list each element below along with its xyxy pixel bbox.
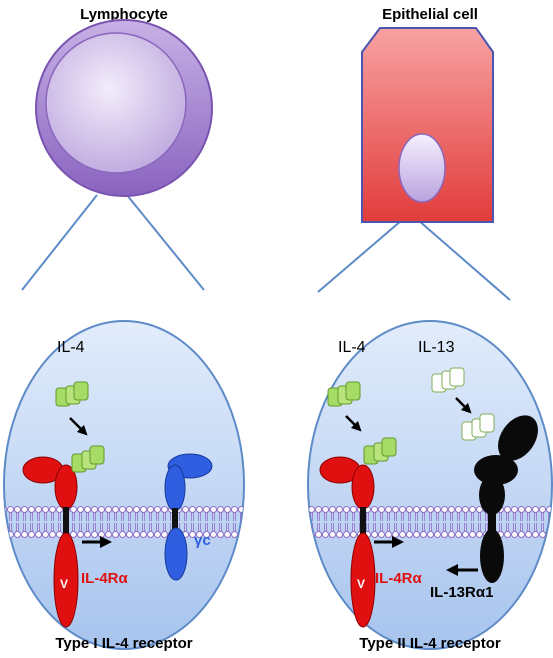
zoom-oval-left bbox=[3, 320, 245, 650]
il4-ligand-bound-icon-right bbox=[363, 437, 397, 465]
il4-ligand-icon bbox=[55, 381, 89, 407]
il4-label-right: IL-4 bbox=[338, 339, 366, 356]
cell-membrane-right bbox=[308, 506, 552, 538]
cell-membrane-left bbox=[4, 506, 244, 538]
il4-label-left: IL-4 bbox=[57, 339, 85, 356]
epithelial-cell bbox=[361, 27, 494, 223]
zoom-line-right-r bbox=[417, 219, 511, 301]
il4-ligand-bound-icon bbox=[71, 445, 105, 473]
lymphocyte-cell bbox=[35, 19, 213, 197]
gamma-c-receptor bbox=[164, 453, 213, 581]
il13-ligand-icon bbox=[431, 367, 465, 393]
il13ra1-label: IL-13Rα1 bbox=[430, 584, 493, 601]
il13ra1-receptor bbox=[474, 415, 538, 583]
il4-binding-arrow-right bbox=[345, 415, 362, 432]
zoom-line-left bbox=[21, 194, 98, 291]
type2-caption: Type II IL-4 receptor bbox=[359, 635, 501, 652]
zoom-line-right bbox=[126, 194, 205, 291]
right-panel: Epithelial cell IL-4 IL-13 bbox=[307, 6, 553, 652]
v-mark-left: V bbox=[60, 577, 68, 591]
left-panel: Lymphocyte IL-4 bbox=[3, 6, 245, 652]
il13-binding-arrow bbox=[455, 397, 472, 414]
gamma-c-label: γc bbox=[194, 532, 211, 549]
il4ra-receptor-left bbox=[22, 456, 79, 628]
zoom-line-left-r bbox=[317, 219, 403, 293]
epithelial-title: Epithelial cell bbox=[382, 6, 478, 23]
il4ra-label-left: IL-4Rα bbox=[81, 570, 129, 587]
type1-caption: Type I IL-4 receptor bbox=[55, 635, 192, 652]
il4-ligand-icon-right bbox=[327, 381, 361, 407]
v-mark-right: V bbox=[357, 577, 365, 591]
lymphocyte-title: Lymphocyte bbox=[80, 6, 168, 23]
il13-label: IL-13 bbox=[418, 339, 455, 356]
il13-ligand-bound-icon bbox=[461, 413, 495, 441]
il4ra-label-right: IL-4Rα bbox=[375, 570, 423, 587]
nucleus bbox=[398, 133, 446, 203]
binding-arrow-left bbox=[69, 417, 88, 436]
il4ra-receptor-right bbox=[319, 456, 376, 628]
